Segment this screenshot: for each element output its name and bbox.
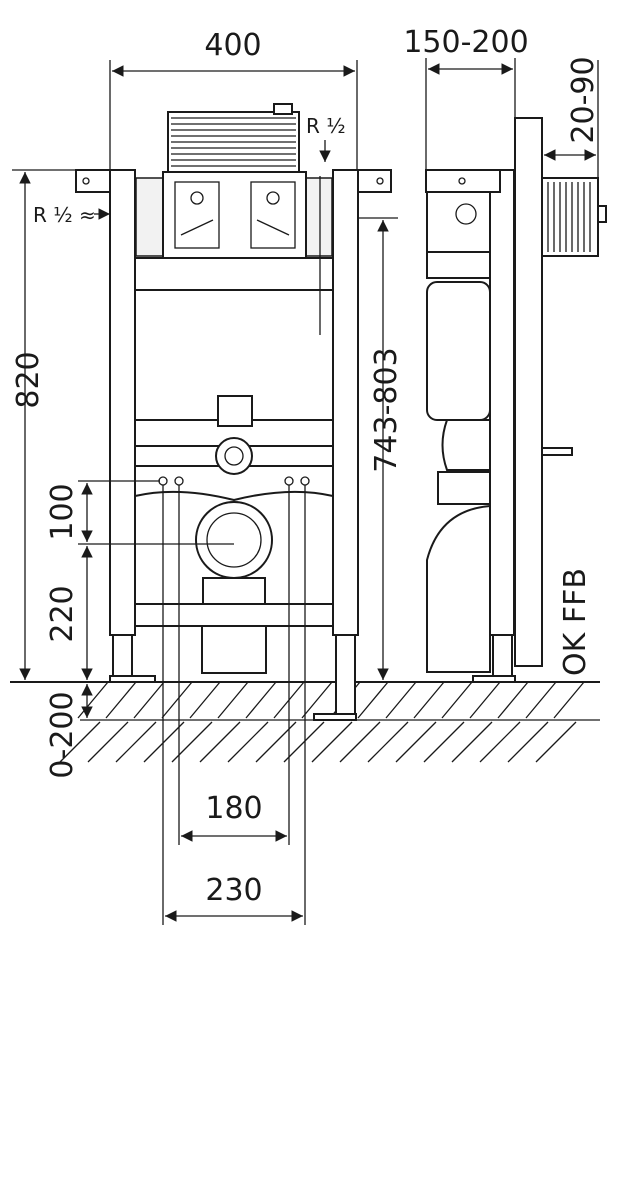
side-wall-bracket [425,169,501,193]
front-panel [514,117,543,667]
hatch-stroke [87,721,129,763]
valve-right-icon [266,191,280,205]
hatch-stroke [245,681,277,719]
hatch-stroke [507,721,549,763]
dimension-lines [12,58,599,925]
left-upright [109,169,136,636]
label-drain-offset: 100 [45,483,80,540]
hatch-stroke [143,721,185,763]
actuator-right-slot [250,181,296,249]
hatch-stroke [423,721,465,763]
side-actuator-lid [541,177,599,257]
hatch-stroke [311,721,353,763]
hatch-stroke [161,681,193,719]
label-height: 820 [11,351,46,408]
label-inlet-top: R ½ [306,114,346,138]
label-floor-reference: OK FFB [558,568,593,676]
hatch-stroke [479,721,521,763]
label-width: 400 [204,28,261,63]
side-foot-plate [472,675,516,683]
label-panel-offset: 20-90 [566,56,601,143]
valve-left-icon [190,191,204,205]
label-floor-adjust: 0-200 [45,691,80,778]
hatch-stroke [535,721,577,763]
hatch-stroke [227,721,269,763]
side-valve-icon [455,203,477,225]
side-cistern-tank [426,281,491,421]
flush-pipe [217,395,253,427]
right-foot-plate [313,713,357,721]
side-flush-bend [441,419,491,471]
flush-connector [215,437,253,475]
lid-knob [273,103,293,115]
hatch-stroke [199,721,241,763]
lever-left [180,219,214,236]
drain-pipe-lower [201,625,267,674]
side-drain-bend [426,504,491,673]
hatch-stroke [301,681,333,719]
left-wall-bracket [75,169,113,193]
hatch-stroke [451,721,493,763]
hatch-stroke [469,681,501,719]
lever-right [256,219,290,236]
hatch-stroke [441,681,473,719]
side-lid-knob [597,205,607,223]
drain-pipe-upper [202,577,266,605]
side-cistern-valve [426,191,491,253]
flush-connector-inner [224,446,244,466]
hatch-stroke [283,721,325,763]
side-upright [489,169,515,636]
side-lid-ribs [547,182,591,252]
left-foot-plate [109,675,156,683]
bracket-hole-icon [376,177,384,185]
hatch-stroke [217,681,249,719]
side-foot-tube [492,634,513,679]
lower-crossbar [134,603,334,627]
actuator-plate [162,171,307,259]
label-inlet-side: R ½ ≈ [33,203,96,227]
hatch-stroke [115,721,157,763]
hatch-stroke [77,681,109,719]
side-bracket-block [437,471,491,505]
right-foot-tube [335,634,356,716]
side-bracket-hole-icon [458,177,466,185]
left-foot-tube [112,634,133,679]
dimension-labels: 400 150-200 20-90 820 743-803 100 220 0-… [11,25,601,908]
actuator-left-slot [174,181,220,249]
hatch-stroke [497,681,529,719]
right-wall-bracket [354,169,392,193]
lid-ribs [171,117,296,167]
bracket-hole-icon [82,177,90,185]
hatch-stroke [553,681,585,719]
label-drain-height: 220 [45,585,80,642]
label-depth: 150-200 [403,25,528,60]
hatch-stroke [105,681,137,719]
hatch-stroke [367,721,409,763]
side-rod [541,447,573,456]
upper-crossbar [134,257,334,291]
front-view [75,103,392,721]
label-bolt-inner: 180 [205,791,262,826]
label-bolt-outer: 230 [205,873,262,908]
hatch-stroke [525,681,557,719]
drain-elbow-inner [206,512,262,568]
hatch-stroke [189,681,221,719]
mounting-plate [134,465,334,502]
side-view [425,117,607,683]
right-upright [332,169,359,636]
hatch-stroke [133,681,165,719]
hatch-stroke [395,721,437,763]
label-height-adjust: 743-803 [369,347,404,472]
hatch-stroke [413,681,445,719]
hatch-stroke [339,721,381,763]
floor [10,681,600,763]
hatch-stroke [385,681,417,719]
hatch-stroke [357,681,389,719]
hatch-stroke [59,721,101,763]
floor-hatching [59,681,585,763]
side-cistern-cap [426,251,491,279]
